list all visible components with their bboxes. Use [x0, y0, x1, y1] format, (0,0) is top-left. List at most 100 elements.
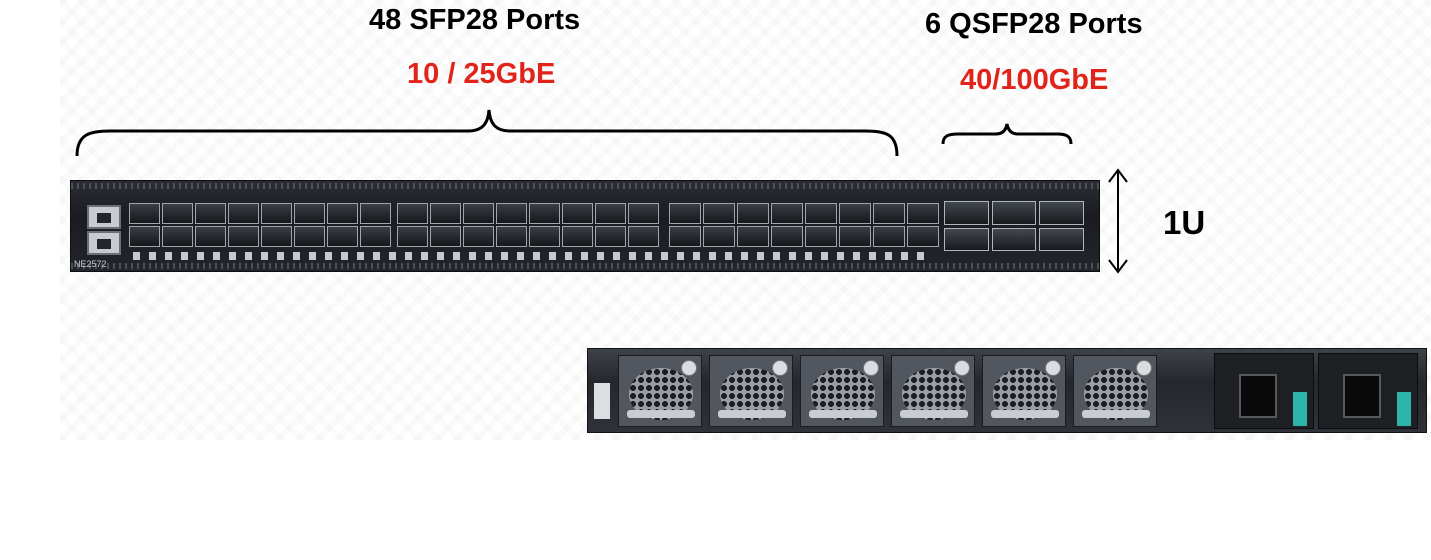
fan-handle: [718, 410, 786, 418]
fan-handle: [1082, 410, 1150, 418]
qsfp-speed-label: 40/100GbE: [960, 64, 1109, 96]
sfp-port: [360, 203, 391, 224]
sfp-port: [562, 203, 593, 224]
sfp-port: [669, 203, 701, 224]
sfp-port: [228, 226, 259, 247]
sfp-port: [397, 226, 428, 247]
sfp-port: [162, 226, 193, 247]
sfp-port: [771, 203, 803, 224]
sfp-port: [529, 226, 560, 247]
qsfp-port: [1039, 227, 1084, 251]
sfp-port: [397, 203, 428, 224]
screw-icon: [1045, 360, 1061, 376]
front-vent-top: [71, 183, 1099, 189]
fan-handle: [809, 410, 877, 418]
switch-rear-panel: [587, 348, 1427, 433]
sfp-port: [703, 226, 735, 247]
model-label: NE2572: [74, 259, 107, 269]
sfp-port: [463, 226, 494, 247]
sfp-port: [430, 226, 461, 247]
sfp-port: [562, 226, 593, 247]
sfp-port: [129, 203, 160, 224]
sfp-port: [737, 226, 769, 247]
sfp-port: [195, 226, 226, 247]
qsfp-brace: [941, 123, 1073, 145]
sfp-port: [496, 203, 527, 224]
rack-unit-label: 1U: [1163, 204, 1206, 241]
switch-front-panel: NE2572: [70, 180, 1100, 272]
sfp-port: [595, 203, 626, 224]
fan-module-2: [709, 355, 793, 427]
ground-lug: [594, 383, 610, 419]
screw-icon: [681, 360, 697, 376]
sfp-port: [873, 226, 905, 247]
mgmt-port-2: [87, 231, 121, 255]
fan-module-4: [891, 355, 975, 427]
fan-module-3: [800, 355, 884, 427]
qsfp-group: [944, 201, 1084, 251]
fan-handle: [900, 410, 968, 418]
sfp-port: [195, 203, 226, 224]
qsfp-port: [991, 227, 1037, 251]
sfp-port: [771, 226, 803, 247]
power-socket-icon: [1239, 374, 1277, 418]
fan-handle: [991, 410, 1059, 418]
sfp-port: [595, 226, 626, 247]
qsfp-ports-title: 6 QSFP28 Ports: [925, 8, 1143, 40]
qsfp-port: [1039, 201, 1084, 225]
sfp-port: [839, 203, 871, 224]
sfp-port: [162, 203, 193, 224]
psu-latch: [1293, 392, 1307, 426]
sfp-port: [261, 203, 292, 224]
screw-icon: [954, 360, 970, 376]
power-supply-2: [1318, 353, 1418, 429]
sfp-port: [628, 226, 659, 247]
fan-module-5: [982, 355, 1066, 427]
sfp-port: [805, 203, 837, 224]
sfp-port: [496, 226, 527, 247]
sfp-port: [529, 203, 560, 224]
sfp-port: [907, 226, 939, 247]
screw-icon: [772, 360, 788, 376]
sfp-port: [907, 203, 939, 224]
fan-handle: [627, 410, 695, 418]
qsfp-port: [944, 201, 989, 225]
front-vent-bottom: [71, 263, 1099, 269]
power-supply-1: [1214, 353, 1314, 429]
sfp-port: [261, 226, 292, 247]
sfp-port: [669, 226, 701, 247]
sfp-port: [628, 203, 659, 224]
qsfp-port: [991, 201, 1037, 225]
sfp-speed-label: 10 / 25GbE: [407, 58, 556, 90]
sfp-port: [430, 203, 461, 224]
port-status-leds: [133, 252, 933, 260]
psu-latch: [1397, 392, 1411, 426]
sfp-port: [737, 203, 769, 224]
sfp-group-1: [129, 203, 391, 247]
sfp-group-2: [397, 203, 659, 247]
sfp-brace: [75, 109, 899, 157]
sfp-port: [129, 226, 160, 247]
sfp-port: [228, 203, 259, 224]
sfp-port: [703, 203, 735, 224]
qsfp-port: [944, 227, 989, 251]
mgmt-port-1: [87, 205, 121, 229]
sfp-port: [805, 226, 837, 247]
sfp-ports-title: 48 SFP28 Ports: [369, 4, 581, 36]
sfp-group-3: [669, 203, 939, 247]
sfp-port: [839, 226, 871, 247]
sfp-port: [360, 226, 391, 247]
power-socket-icon: [1343, 374, 1381, 418]
height-arrow-icon: [1108, 168, 1128, 274]
sfp-port: [294, 203, 325, 224]
fan-module-1: [618, 355, 702, 427]
sfp-port: [327, 226, 358, 247]
screw-icon: [1136, 360, 1152, 376]
sfp-port: [294, 226, 325, 247]
screw-icon: [863, 360, 879, 376]
sfp-port: [873, 203, 905, 224]
sfp-port: [463, 203, 494, 224]
fan-module-6: [1073, 355, 1157, 427]
sfp-port: [327, 203, 358, 224]
